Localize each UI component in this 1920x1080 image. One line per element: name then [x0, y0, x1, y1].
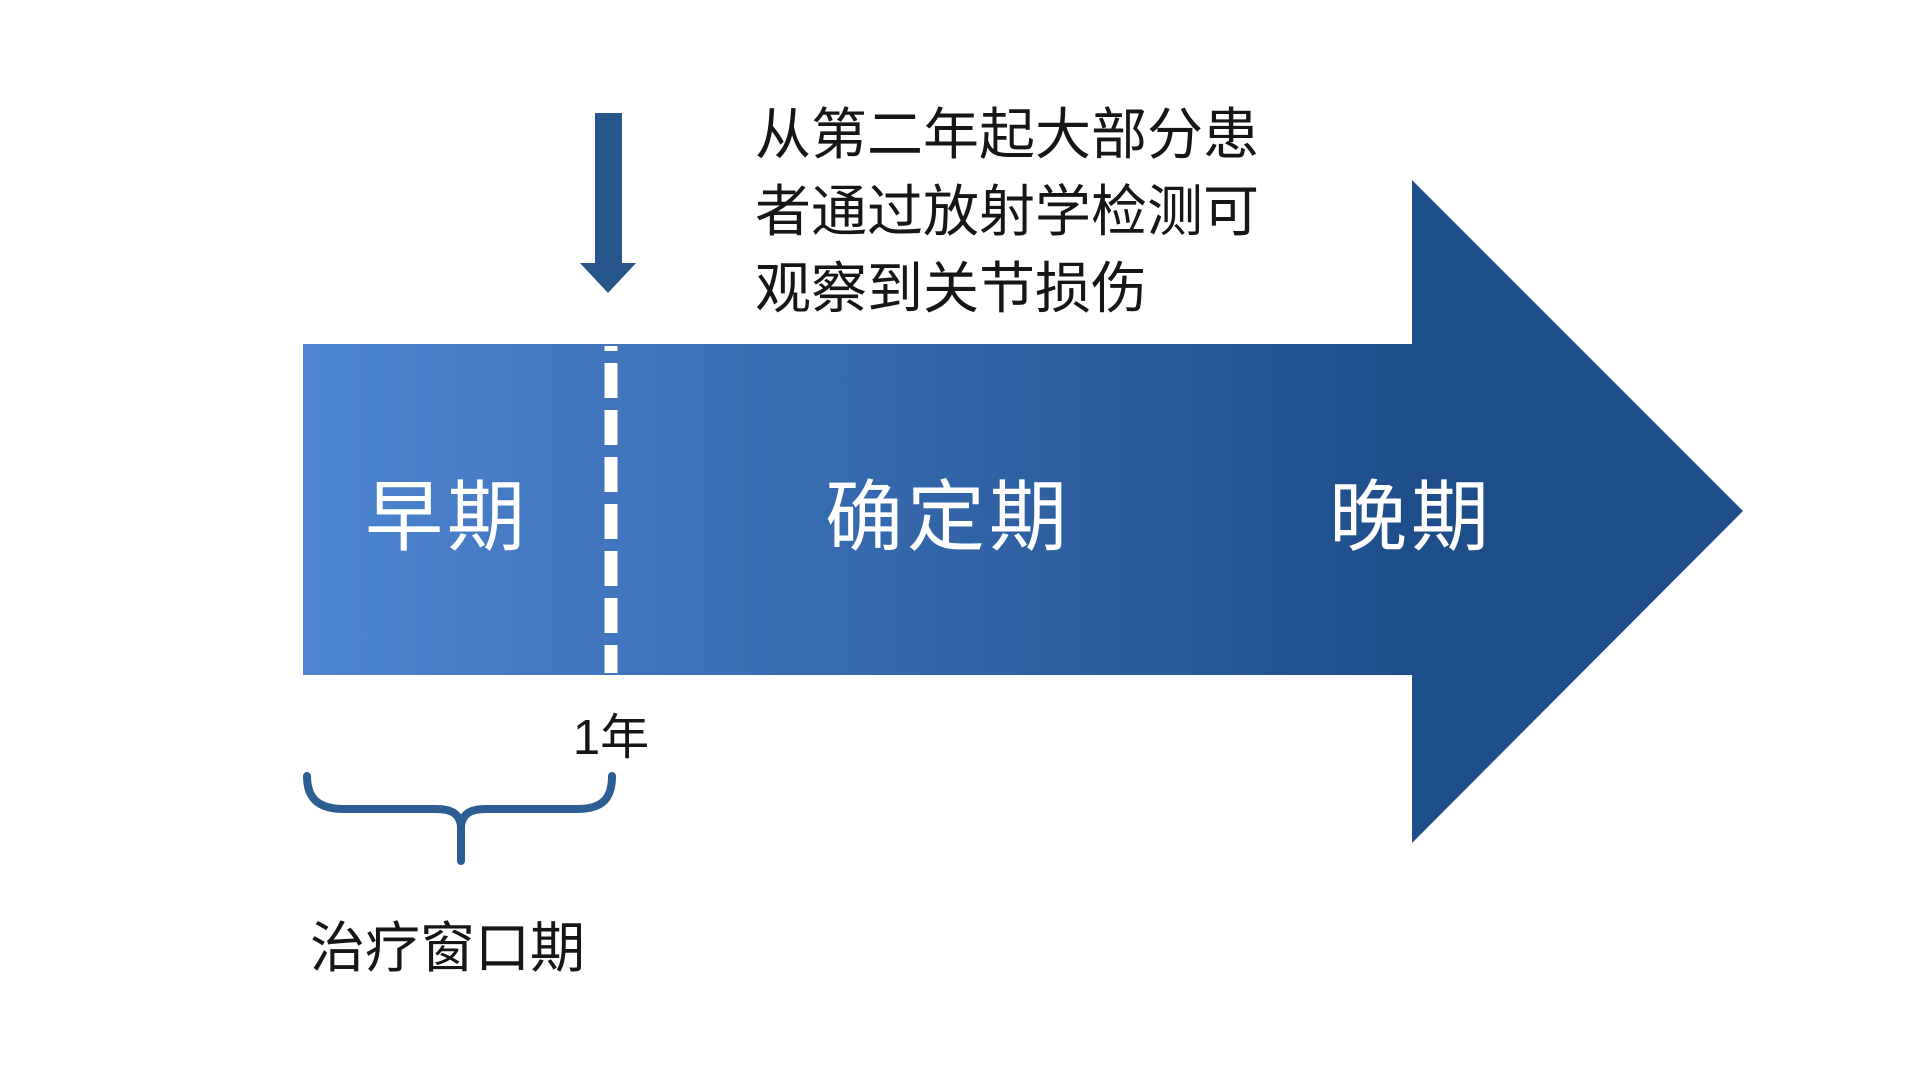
stage-label-early: 早期 [364, 473, 530, 561]
treatment-window-brace [303, 772, 616, 865]
timeline-arrow-head [1412, 180, 1743, 843]
treatment-window-label: 治疗窗口期 [310, 917, 586, 979]
milestone-label-1-year: 1年 [572, 711, 650, 765]
radiology-annotation-text: 从第二年起大部分患 者通过放射学检测可 观察到关节损伤 [755, 103, 1259, 320]
down-arrow-icon [580, 113, 636, 293]
stage-label-late: 晚期 [1328, 473, 1494, 561]
stage-label-established: 确定期 [824, 473, 1072, 561]
timeline-arrow-body [303, 344, 1412, 675]
